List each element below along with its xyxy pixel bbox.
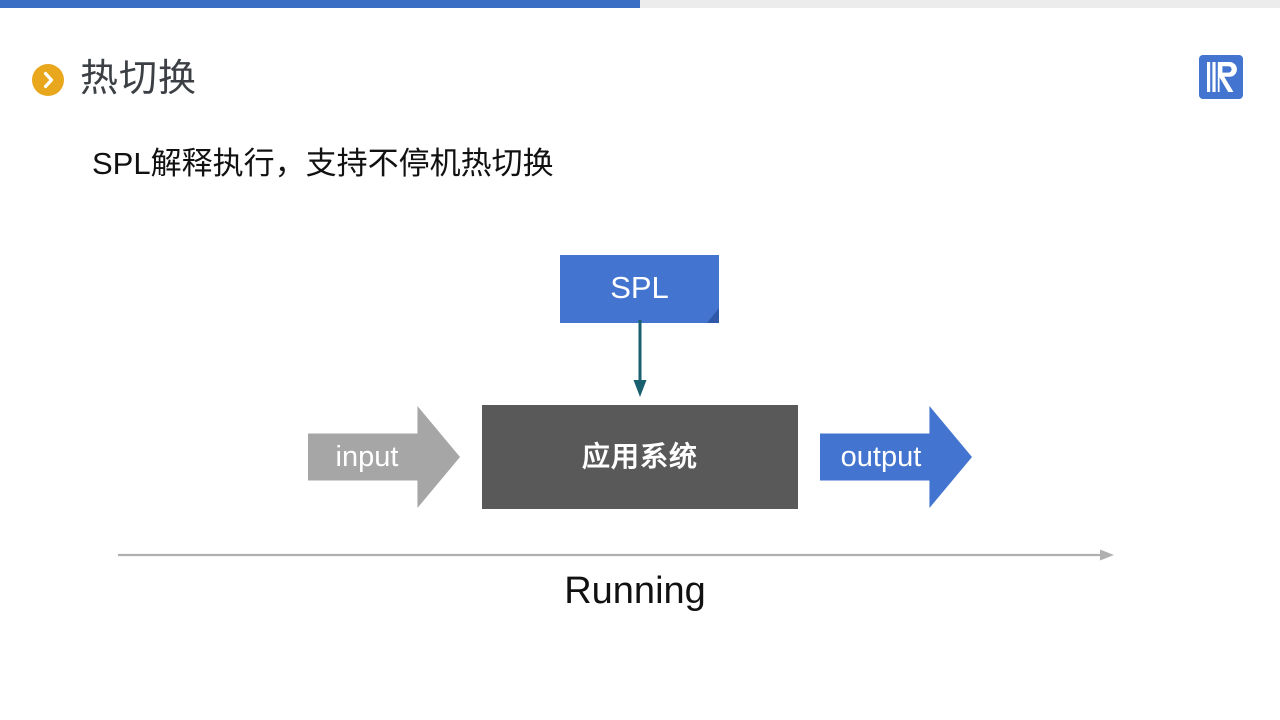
- output-arrow: output: [820, 406, 972, 508]
- spl-box-shape: [560, 255, 719, 323]
- running-timeline-icon: [118, 546, 1114, 564]
- spl-box-label: SPL: [610, 269, 669, 305]
- chevron-right-circle-icon: [32, 64, 64, 96]
- spl-box: SPL: [560, 255, 719, 323]
- application-system-box: 应用系统: [482, 405, 798, 509]
- input-arrow-label: input: [335, 440, 399, 473]
- brand-r-logo-icon: [1199, 55, 1243, 99]
- page-title: 热切换: [80, 58, 198, 100]
- application-system-label: 应用系统: [581, 441, 698, 472]
- progress-bar-track: [0, 0, 1280, 8]
- slide-header: 热切换: [0, 24, 1280, 100]
- subtitle-text: SPL解释执行，支持不停机热切换: [92, 146, 554, 181]
- down-arrow-icon: [624, 320, 656, 398]
- input-arrow: input: [308, 406, 460, 508]
- output-arrow-label: output: [840, 440, 922, 473]
- progress-bar-fill: [0, 0, 640, 8]
- running-timeline-label: Running: [564, 570, 706, 612]
